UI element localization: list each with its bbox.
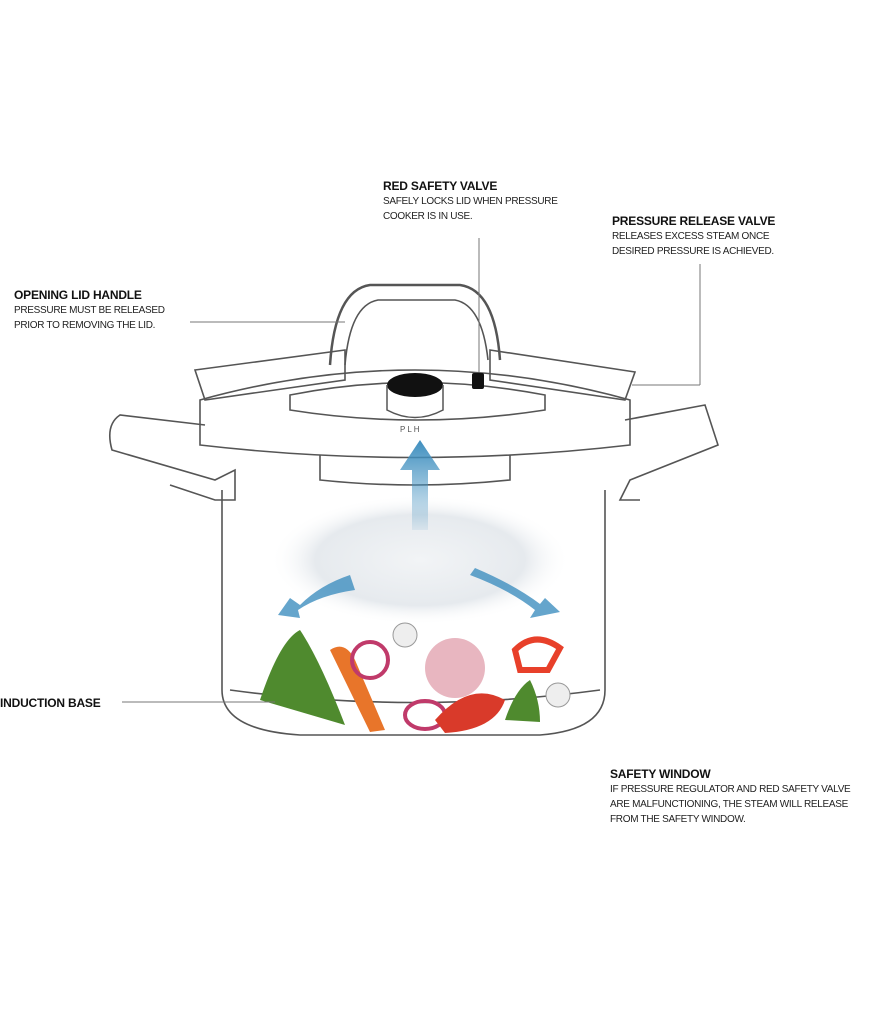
label-title: INDUCTION BASE [0,696,101,710]
red-safety-valve-knob [472,373,484,389]
steam-arrow-left-icon [278,575,355,618]
vegetables [260,622,571,733]
label-text: IF PRESSURE REGULATOR AND RED SAFETY VAL… [610,784,851,825]
label-text: RELEASES EXCESS STEAM ONCE DESIRED PRESS… [612,231,774,257]
label-title: SAFETY WINDOW [610,767,711,781]
valve-dial: P L H [386,373,444,434]
label-title: RED SAFETY VALVE [383,179,498,193]
steam-arrow-up-icon [400,440,440,530]
leader-lines [122,238,701,703]
label-safety-window: SAFETY WINDOW IF PRESSURE REGULATOR AND … [610,766,851,827]
label-induction-base: INDUCTION BASE [0,695,101,711]
label-opening-lid-handle: OPENING LID HANDLE PRESSURE MUST BE RELE… [14,287,165,333]
steam-arrow-right-icon [470,568,560,618]
svg-text:P L H: P L H [400,425,420,434]
label-pressure-release-valve: PRESSURE RELEASE VALVE RELEASES EXCESS S… [612,213,775,259]
label-text: PRESSURE MUST BE RELEASED PRIOR TO REMOV… [14,305,165,331]
label-text: SAFELY LOCKS LID WHEN PRESSURE COOKER IS… [383,196,558,222]
steam-cloud [270,495,570,625]
label-red-safety-valve: RED SAFETY VALVE SAFELY LOCKS LID WHEN P… [383,178,558,224]
label-title: OPENING LID HANDLE [14,288,142,302]
label-title: PRESSURE RELEASE VALVE [612,214,776,228]
